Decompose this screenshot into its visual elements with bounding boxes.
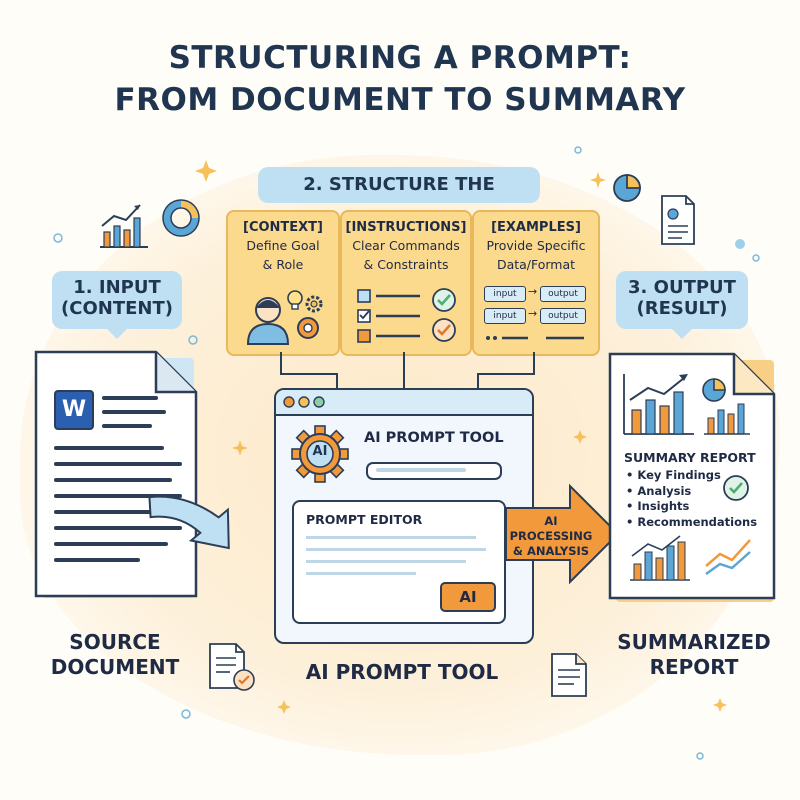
list-item: • Insights [626,499,690,513]
list-item: • Recommendations [626,514,758,529]
source-label-line-1: SOURCE [69,630,161,654]
step-input-line-1: 1. INPUT [73,277,161,298]
report-label-line-1: SUMMARIZED [617,630,771,654]
example-input-1: input [484,286,526,302]
example-output-1: output [540,286,586,302]
report-icon [661,195,695,245]
lightbulb-icon [287,290,303,310]
card-examples-tag: [EXAMPLES] [491,220,581,235]
processing-text: AI PROCESSING & ANALYSIS [508,514,594,559]
step-input-line-2: (CONTENT) [61,298,173,319]
processing-line-3: & ANALYSIS [512,544,590,558]
processing-line-1: AI [544,514,558,528]
report-label-line-2: REPORT [649,655,739,679]
bar-chart-icon [623,374,694,435]
report-list: • Key Findings • Analysis • Insights • R… [626,468,757,530]
list-item: • Analysis [626,483,692,498]
card-context: [CONTEXT] Define Goal & Role [226,210,340,356]
step-output-line-1: 3. OUTPUT [628,277,736,298]
card-context-line-2: & Role [262,257,304,272]
gear-icon [291,425,349,483]
search-input[interactable] [366,462,502,480]
card-examples: [EXAMPLES] Provide Specific Data/Format … [472,210,600,356]
card-instructions-tag: [INSTRUCTIONS] [345,220,467,235]
arrow-icon: → [528,307,538,320]
card-context-line-1: Define Goal [246,238,320,253]
example-input-2: input [484,308,526,324]
bar-chart-icon [630,535,690,581]
step-output-label: 3. OUTPUT (RESULT) [616,271,748,339]
card-examples-line-2: Data/Format [496,257,576,272]
page-title-line-2: FROM DOCUMENT TO SUMMARY [114,82,686,118]
tool-label: AI PROMPT TOOL [305,660,499,684]
summary-report: SUMMARY REPORT • Key Findings • Analysis… [608,352,780,604]
report-title: SUMMARY REPORT [624,450,756,465]
person-icon [246,297,290,345]
processing-line-2: PROCESSING [509,529,593,543]
document-icon [551,653,587,697]
word-icon: W [54,390,94,430]
card-instructions-line-1: Clear Commands [352,238,460,253]
prompt-editor-panel[interactable]: PROMPT EDITOR AI [292,500,506,624]
source-label-line-2: DOCUMENT [50,655,180,679]
document-check-icon [209,643,255,691]
card-examples-line-1: Provide Specific [486,238,586,253]
arrow-icon: → [528,285,538,298]
card-context-tag: [CONTEXT] [243,220,323,235]
source-document: W [34,350,202,600]
page-title-line-1: STRUCTURING A PROMPT: [168,40,632,76]
check-circle-icon [723,475,749,501]
step-output-line-2: (RESULT) [636,298,728,319]
ai-run-button[interactable]: AI [440,582,496,612]
example-output-2: output [540,308,586,324]
pie-chart-icon [613,174,641,202]
prompt-editor-title: PROMPT EDITOR [306,512,423,527]
gear-icon [297,295,323,339]
card-instructions: [INSTRUCTIONS] Clear Commands & Constrai… [340,210,472,356]
pie-chart-icon [702,378,726,402]
checkbox-icon [357,289,371,343]
bar-chart-icon [100,204,148,248]
window-titlebar [276,390,532,416]
ai-prompt-tool-window: AI AI PROMPT TOOL PROMPT EDITOR AI [274,388,534,644]
list-item: • Key Findings [626,468,721,482]
tool-heading: AI PROMPT TOOL [364,430,504,446]
step-input-label: 1. INPUT (CONTENT) [52,271,182,339]
card-instructions-line-2: & Constraints [363,257,449,272]
gear-ai-text: AI [312,444,328,459]
check-circle-icon [432,288,456,342]
pie-chart-icon [162,199,200,237]
